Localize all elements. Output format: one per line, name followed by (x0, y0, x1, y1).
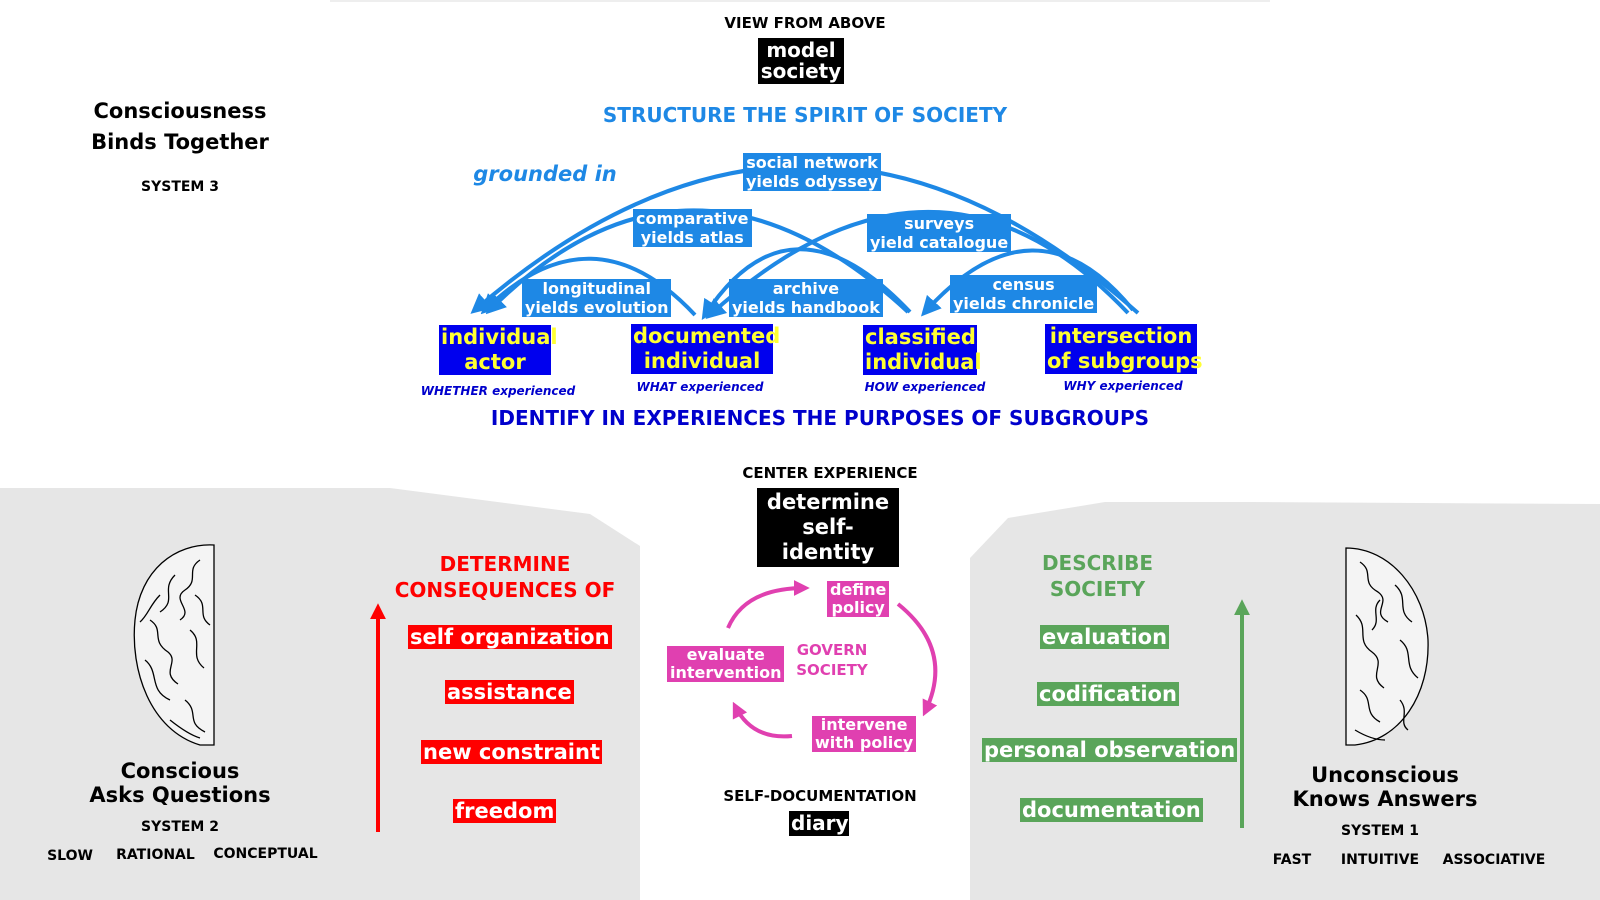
govern-line-1: GOVERN (796, 641, 868, 659)
determine-identity-box: determine self-identity (757, 488, 899, 567)
mag-line: intervene (820, 715, 908, 734)
node-line: of subgroups (1047, 349, 1203, 373)
heading-line-2: SOCIETY (1049, 577, 1146, 601)
system-3-label: SYSTEM 3 (141, 179, 219, 195)
node-line: actor (464, 350, 526, 374)
heading-line-1: DETERMINE (439, 552, 571, 576)
trait-conceptual: CONCEPTUAL (213, 846, 318, 862)
govern-society-label: GOVERN SOCIETY (782, 640, 882, 680)
caption-what: WHAT experienced (636, 380, 764, 394)
mag-line: evaluate (686, 645, 765, 664)
mag-line: intervention (670, 663, 782, 682)
determine-consequences-heading: DETERMINE CONSEQUENCES OF (385, 551, 625, 603)
identity-line-2: self-identity (781, 515, 875, 564)
node-line: documented (633, 324, 781, 348)
mag-line: policy (831, 598, 885, 617)
node-intersection-of-subgroups: intersection of subgroups (1045, 324, 1203, 374)
grounded-in-label: grounded in (473, 162, 617, 186)
item-freedom: freedom (453, 799, 557, 823)
arc-label-line: census (992, 275, 1055, 294)
mag-line: with policy (815, 733, 914, 752)
view-from-above-heading: VIEW FROM ABOVE (724, 14, 886, 32)
trait-slow: SLOW (47, 848, 93, 864)
identity-line-1: determine (766, 490, 890, 514)
trait-associative: ASSOCIATIVE (1442, 852, 1546, 868)
identify-heading: IDENTIFY IN EXPERIENCES THE PURPOSES OF … (490, 406, 1150, 430)
node-line: classified (865, 325, 976, 349)
govern-line-2: SOCIETY (796, 661, 868, 679)
arc-label-comparative: comparative yields atlas (633, 209, 752, 247)
heading-line-2: CONSEQUENCES OF (394, 578, 616, 602)
item-new-constraint: new constraint (421, 740, 602, 764)
node-individual-actor: individual actor (439, 325, 558, 375)
self-documentation-heading: SELF-DOCUMENTATION (723, 787, 917, 805)
arc-label-line: archive (772, 279, 840, 298)
unconscious-title-line-2: Knows Answers (1292, 787, 1478, 811)
caption-how: HOW experienced (864, 380, 986, 394)
node-line: intersection (1049, 324, 1193, 348)
consciousness-title: Consciousness Binds Together (60, 96, 300, 158)
consciousness-title-line-1: Consciousness (93, 99, 267, 123)
arc-label-line: yields handbook (732, 298, 880, 317)
unconscious-title-line-1: Unconscious (1311, 763, 1459, 787)
conscious-title-line-1: Conscious (120, 759, 240, 783)
define-policy-box: define policy (827, 580, 890, 617)
trait-fast: FAST (1272, 852, 1312, 868)
arc-label-line: yield catalogue (870, 233, 1009, 252)
arc-label-census: census yields chronicle (950, 275, 1098, 313)
mag-line: define (830, 580, 887, 599)
item-assistance: assistance (445, 680, 574, 704)
arc-label-line: yields odyssey (746, 172, 878, 191)
node-line: individual (643, 349, 761, 373)
system-2-label: SYSTEM 2 (141, 819, 219, 835)
arc-label-line: social network (746, 153, 878, 172)
item-documentation: documentation (1020, 798, 1203, 822)
describe-society-heading: DESCRIBE SOCIETY (1010, 550, 1185, 602)
diary-box: diary (789, 811, 849, 836)
evaluate-intervention-box: evaluate intervention (667, 645, 785, 682)
arc-label-line: yields atlas (640, 228, 744, 247)
arc-label-line: surveys (904, 214, 975, 233)
arc-label-line: comparative (636, 209, 749, 228)
brain-left-icon (133, 544, 215, 746)
trait-rational: RATIONAL (116, 847, 195, 863)
arc-label-line: yields evolution (525, 298, 669, 317)
item-evaluation: evaluation (1040, 625, 1170, 649)
structure-heading: STRUCTURE THE SPIRIT OF SOCIETY (602, 103, 1008, 127)
arc-label-social-network: social network yields odyssey (743, 153, 881, 191)
unconscious-title: Unconscious Knows Answers (1270, 763, 1500, 811)
brain-right-icon (1345, 547, 1429, 746)
item-self-organization: self organization (408, 625, 612, 649)
arc-label-archive: archive yields handbook (729, 279, 883, 317)
system-1-label: SYSTEM 1 (1341, 823, 1419, 839)
arc-label-surveys: surveys yield catalogue (867, 214, 1012, 252)
arc-label-line: longitudinal (542, 279, 651, 298)
node-line: individual (865, 350, 982, 374)
item-codification: codification (1037, 682, 1179, 706)
item-personal-observation: personal observation (982, 738, 1238, 762)
node-classified-individual: classified individual (863, 325, 982, 375)
center-experience-heading: CENTER EXPERIENCE (742, 464, 918, 482)
caption-why: WHY experienced (1063, 379, 1183, 393)
node-line: individual (441, 325, 558, 349)
arc-label-line: yields chronicle (953, 294, 1095, 313)
intervene-policy-box: intervene with policy (812, 715, 917, 752)
model-society-line-2: society (760, 59, 842, 83)
trait-intuitive: INTUITIVE (1340, 852, 1420, 868)
arc-label-longitudinal: longitudinal yields evolution (522, 279, 672, 317)
node-documented-individual: documented individual (631, 324, 781, 374)
model-society-box: model society (758, 38, 844, 84)
heading-line-1: DESCRIBE (1041, 551, 1154, 575)
conscious-title: Conscious Asks Questions (70, 759, 290, 807)
consciousness-title-line-2: Binds Together (91, 130, 269, 154)
caption-whether: WHETHER experienced (420, 384, 576, 398)
conscious-title-line-2: Asks Questions (89, 783, 271, 807)
model-society-line-1: model (766, 38, 836, 62)
